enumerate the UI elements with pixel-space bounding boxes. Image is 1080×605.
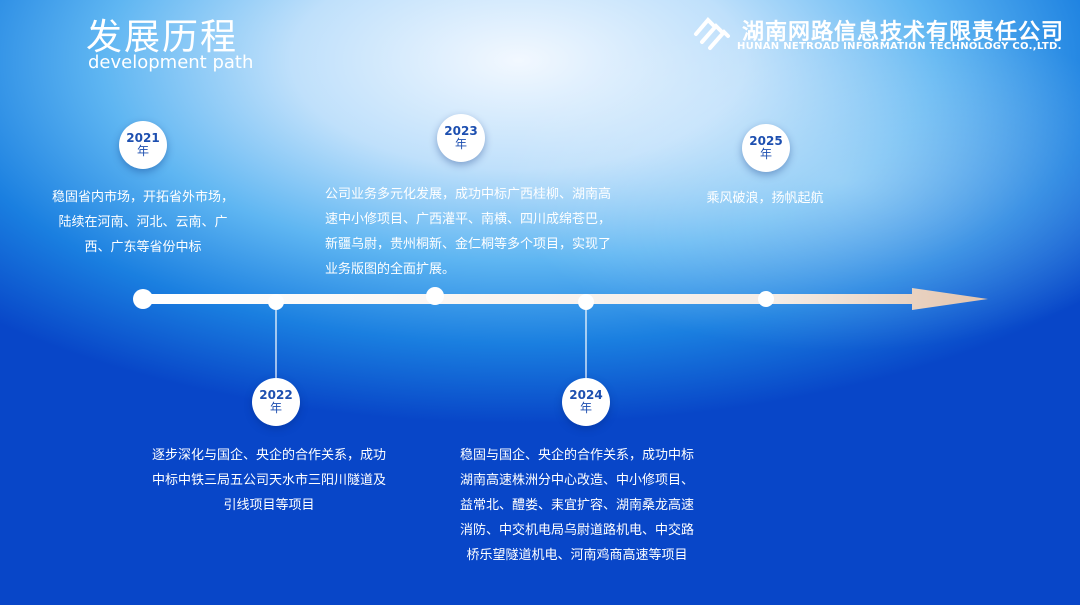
year-label: 2023 [444, 123, 478, 138]
timeline-dot-2025 [758, 291, 774, 307]
timeline-dot-2023 [426, 287, 444, 305]
milestone-text-2021: 稳固省内市场，开拓省外市场，陆续在河南、河北、云南、广西、广东等省份中标 [52, 190, 235, 255]
milestone-text-2025: 乘风破浪，扬帆起航 [706, 191, 824, 206]
milestone-text-2023: 公司业务多元化发展，成功中标广西桂柳、湖南高速中小修项目、广西灌平、南横、四川成… [325, 187, 612, 277]
timeline-dot-2024 [578, 294, 594, 310]
year-badge-2024: 2024 年 [562, 378, 610, 426]
company-name-cn: 湖南网路信息技术有限责任公司 [742, 20, 1065, 45]
page-title: 发展历程 [86, 17, 239, 58]
year-label: 2025 [749, 133, 783, 148]
timeline-arrow [140, 288, 988, 310]
year-label: 2021 [126, 130, 160, 145]
company-name-en: HUNAN NETROAD INFORMATION TECHNOLOGY CO.… [737, 41, 1062, 52]
timeline-dot-2022 [268, 294, 284, 310]
year-badge-2022: 2022 年 [252, 378, 300, 426]
year-unit: 年 [759, 147, 772, 161]
page-subtitle: development path [88, 52, 254, 73]
year-badge-2021: 2021 年 [119, 121, 167, 169]
milestone-text-2024: 稳固与国企、央企的合作关系，成功中标湖南高速株洲分中心改造、中小修项目、益常北、… [459, 448, 694, 563]
year-unit: 年 [269, 401, 282, 415]
year-unit: 年 [136, 144, 149, 158]
year-badge-2025: 2025 年 [742, 124, 790, 172]
year-badge-2023: 2023 年 [437, 114, 485, 162]
year-label: 2022 [259, 387, 293, 402]
timeline-dot-2021 [133, 289, 153, 309]
year-unit: 年 [454, 137, 467, 151]
milestone-text-2022: 逐步深化与国企、央企的合作关系，成功中标中铁三局五公司天水市三阳川隧道及引线项目… [151, 448, 386, 513]
company-logo-icon [694, 17, 730, 50]
year-label: 2024 [569, 387, 603, 402]
year-unit: 年 [579, 401, 592, 415]
